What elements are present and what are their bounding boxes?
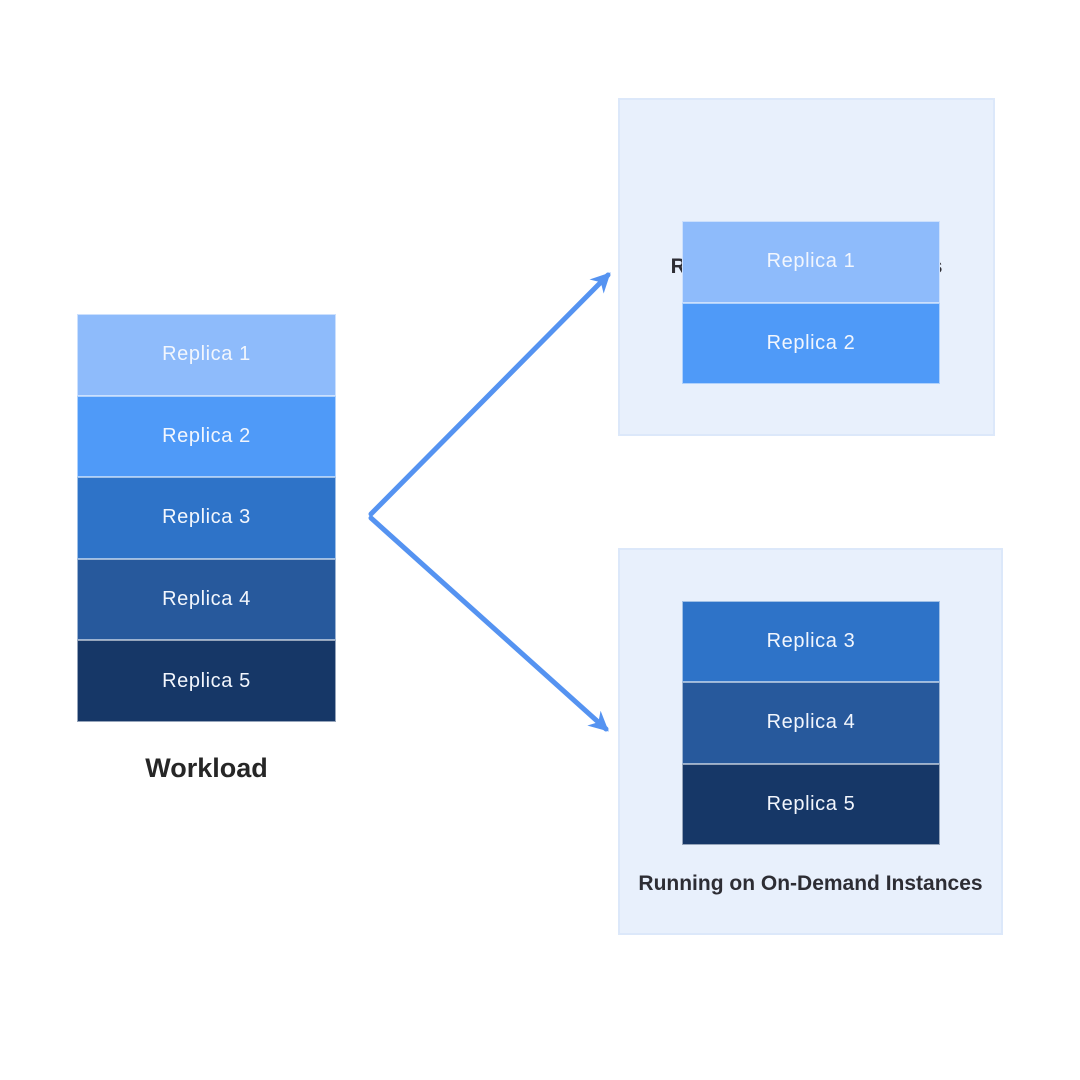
replica-block: Replica 1 (77, 314, 336, 396)
replica-block: Replica 4 (77, 558, 336, 641)
replica-label: Replica 4 (766, 711, 856, 734)
ondemand-panel: Replica 3 Replica 4 Replica 5 Running on… (618, 548, 1003, 935)
workload-label: Workload (145, 753, 268, 783)
replica-label: Replica 5 (766, 792, 856, 815)
ondemand-panel-title: Running on On-Demand Instances (638, 872, 983, 895)
spot-stack: Replica 1 Replica 2 (682, 221, 940, 384)
replica-label: Replica 4 (162, 588, 251, 611)
replica-block: Replica 2 (682, 302, 940, 384)
replica-block: Replica 1 (682, 221, 940, 303)
spot-panel: Running on Spot Instances Replica 1 Repl… (618, 98, 995, 436)
replica-label: Replica 1 (766, 250, 856, 273)
replica-block: Replica 4 (682, 682, 940, 764)
replica-block: Replica 3 (682, 601, 940, 683)
replica-label: Replica 2 (162, 424, 251, 447)
replica-block: Replica 3 (77, 477, 336, 559)
replica-block: Replica 2 (77, 395, 336, 478)
arrow-to-ondemand-panel (368, 515, 609, 732)
replica-label: Replica 3 (766, 630, 856, 653)
replica-label: Replica 3 (162, 506, 251, 529)
replica-block: Replica 5 (77, 640, 336, 722)
ondemand-stack: Replica 3 Replica 4 Replica 5 (682, 601, 940, 845)
arrow-to-spot-panel (368, 272, 611, 517)
replica-label: Replica 1 (162, 343, 251, 366)
replica-label: Replica 2 (766, 331, 856, 354)
replica-label: Replica 5 (162, 669, 251, 692)
replica-block: Replica 5 (682, 763, 940, 845)
workload-stack: Replica 1 Replica 2 Replica 3 Replica 4 … (77, 314, 336, 722)
